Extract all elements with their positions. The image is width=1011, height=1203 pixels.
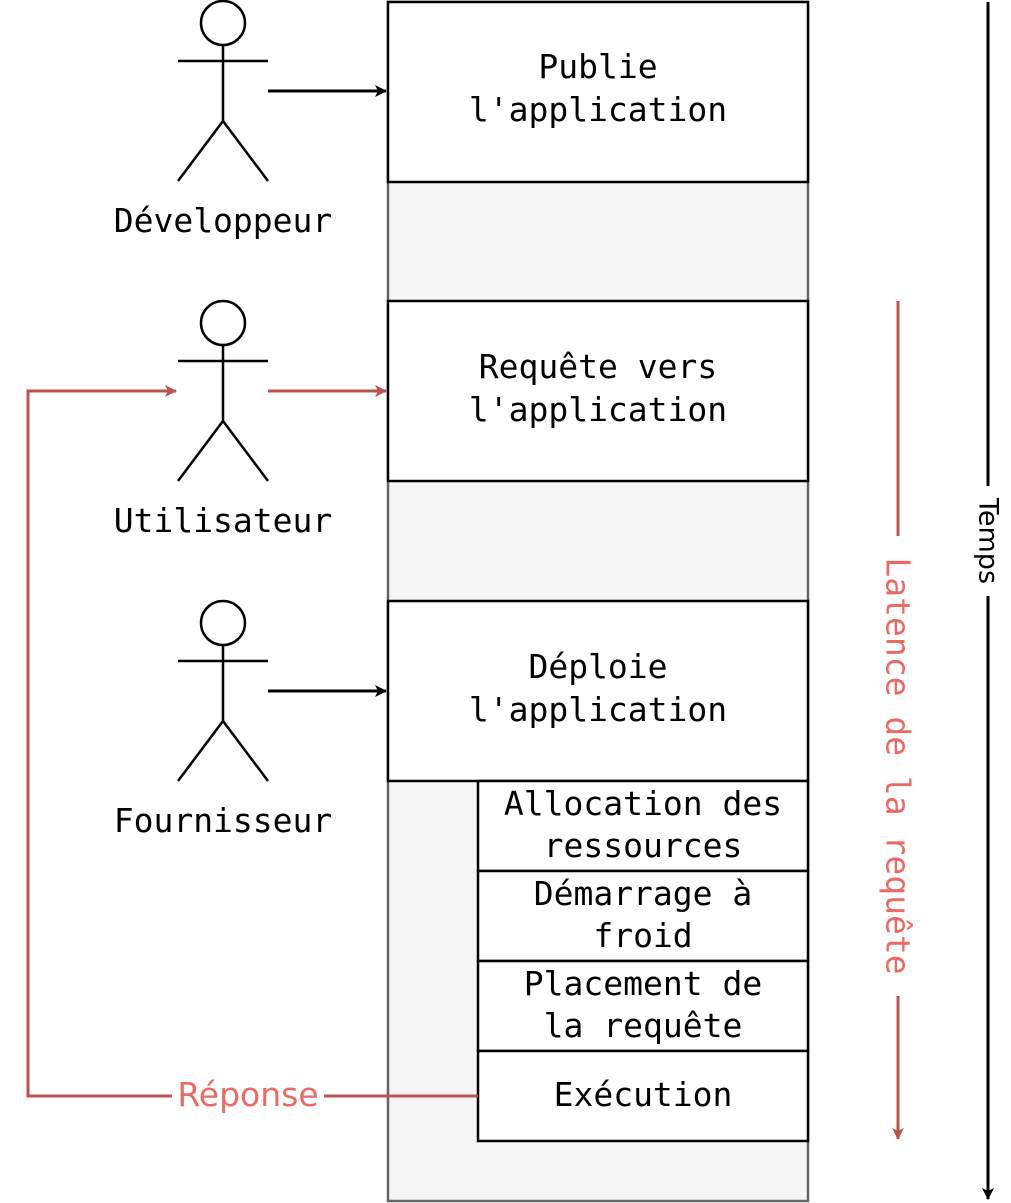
developer-head-icon xyxy=(199,0,247,47)
cold-start-box: Démarrage à froid xyxy=(476,869,810,963)
cold-start-label-line2: froid xyxy=(593,916,692,955)
publish-label-line2: l'application xyxy=(469,90,727,129)
developer-actor xyxy=(177,0,269,182)
execution-box: Exécution xyxy=(476,1049,810,1143)
developer-label: Développeur xyxy=(114,201,333,240)
execution-label: Exécution xyxy=(554,1075,733,1114)
response-label-background xyxy=(172,1074,324,1116)
request-label-line1: Requête vers xyxy=(479,347,717,386)
user-actor xyxy=(177,299,269,482)
allocation-box: Allocation des ressources xyxy=(476,779,810,873)
user-label: Utilisateur xyxy=(114,501,333,540)
request-box: Requête vers l'application xyxy=(386,299,810,483)
cold-start-label-line1: Démarrage à xyxy=(534,874,753,913)
latency-label-background xyxy=(880,536,916,996)
deploy-label-line2: l'application xyxy=(469,690,727,729)
placement-label-line1: Placement de xyxy=(524,964,762,1003)
allocation-label-line1: Allocation des xyxy=(504,784,782,823)
allocation-label-line2: ressources xyxy=(544,826,743,865)
response-label: Réponse xyxy=(177,1075,318,1114)
deploy-label-line1: Déploie xyxy=(528,647,667,686)
placement-box: Placement de la requête xyxy=(476,959,810,1053)
provider-label: Fournisseur xyxy=(114,801,333,840)
time-label: Temps xyxy=(973,497,1004,584)
latency-label: Latence de la requête xyxy=(879,557,918,974)
placement-label-line2: la requête xyxy=(544,1006,743,1045)
user-head-icon xyxy=(199,299,247,347)
publish-box: Publie l'application xyxy=(386,0,810,184)
provider-actor xyxy=(177,599,269,782)
request-label-line2: l'application xyxy=(469,390,727,429)
provider-head-icon xyxy=(199,599,247,647)
time-label-background xyxy=(970,486,1006,596)
deploy-box: Déploie l'application xyxy=(386,599,810,783)
publish-label-line1: Publie xyxy=(538,47,657,86)
